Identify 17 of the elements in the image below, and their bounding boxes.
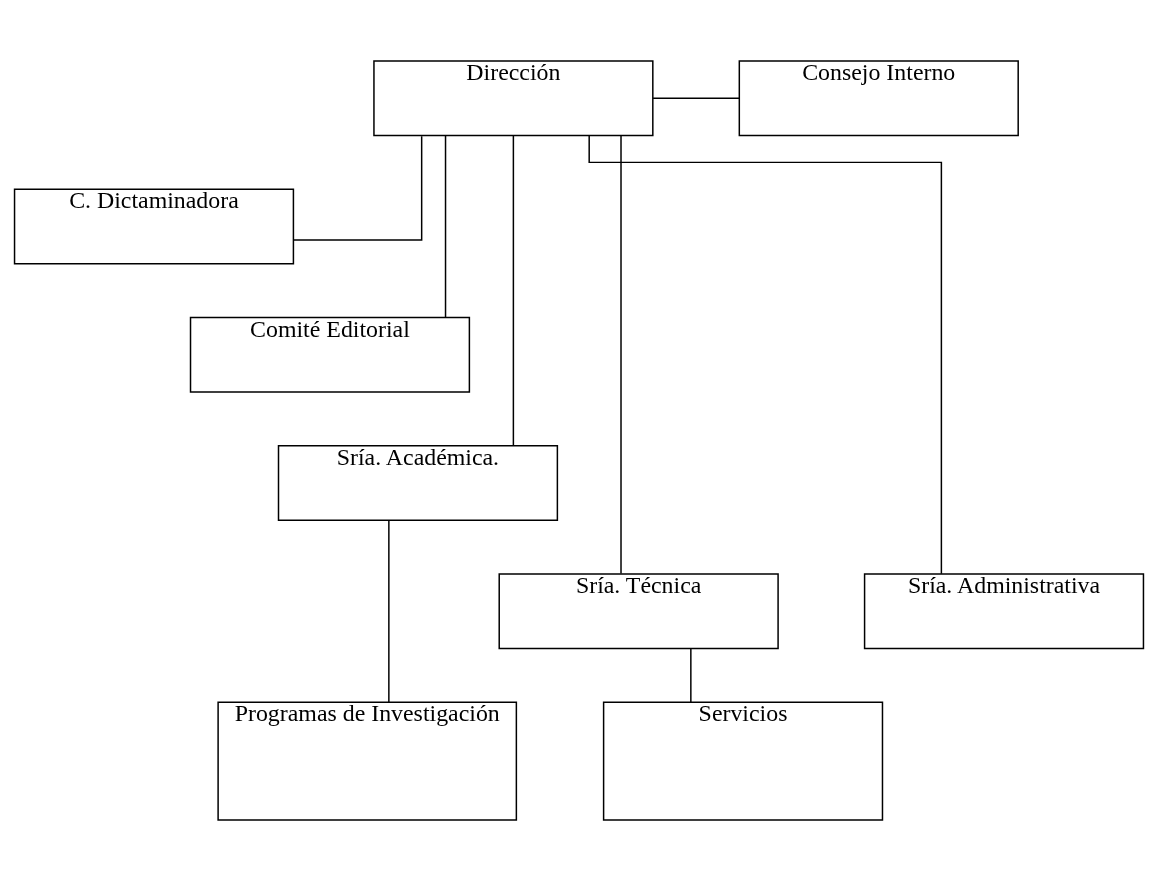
connector xyxy=(292,134,423,241)
node-box: Sría. Técnica xyxy=(498,572,779,649)
connector xyxy=(690,647,692,703)
connector xyxy=(652,97,740,99)
connector xyxy=(388,519,390,703)
connector xyxy=(444,134,447,318)
connector xyxy=(620,134,622,574)
node-box: Consejo Interno xyxy=(738,59,1019,136)
node-box: Servicios xyxy=(602,700,884,821)
node-box: C. Dictaminadora xyxy=(13,187,295,265)
connector xyxy=(512,134,515,446)
node-box: Programas de Investigación xyxy=(217,700,518,821)
node-box: Comité Editorial xyxy=(189,316,471,393)
node-box: Dirección xyxy=(373,59,654,136)
node-box: Sría. Académica. xyxy=(277,444,559,521)
connector xyxy=(588,134,943,574)
node-box: Sría. Administrativa xyxy=(863,572,1145,649)
